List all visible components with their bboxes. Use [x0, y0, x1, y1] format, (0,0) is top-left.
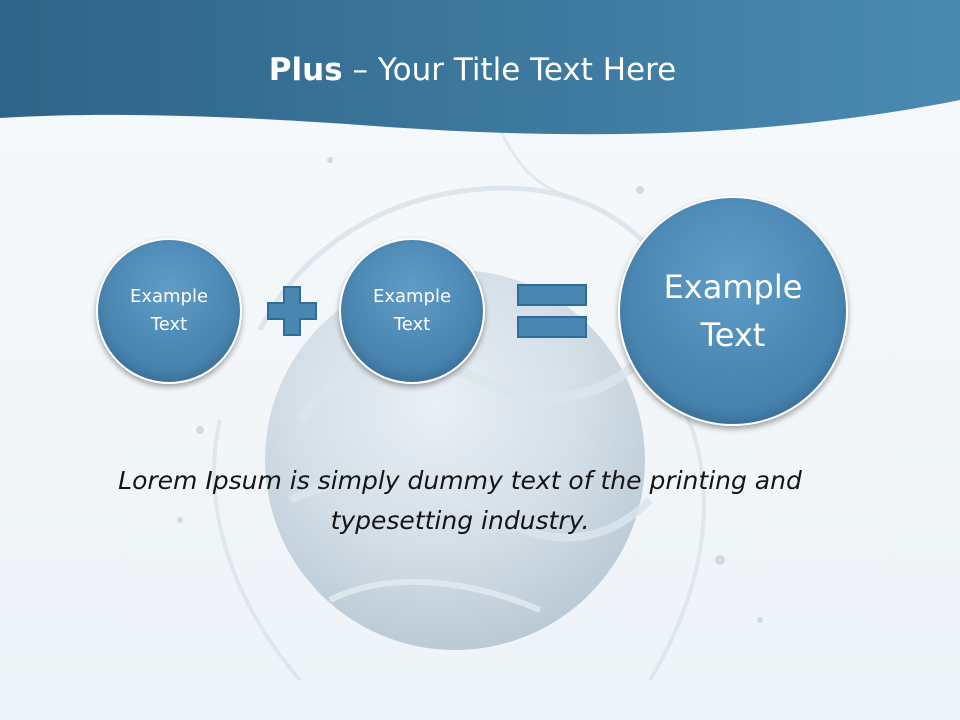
body-text: Lorem Ipsum is simply dummy text of the … — [118, 466, 802, 535]
header-band — [0, 0, 960, 135]
example-circle-2[interactable]: Example Text — [339, 238, 485, 384]
circle-1-line-1: Example — [129, 286, 209, 307]
circle-3-line-2: Text — [700, 316, 766, 354]
example-circle-result[interactable]: Example Text — [618, 196, 848, 426]
circle-2-line-2: Text — [393, 314, 431, 335]
title-rest: – Your Title Text Here — [342, 52, 677, 88]
equals-icon — [517, 284, 587, 338]
example-circle-1[interactable]: Example Text — [96, 238, 242, 384]
circle-1-line-2: Text — [150, 314, 188, 335]
plus-icon — [267, 286, 317, 336]
page-title: Plus – Your Title Text Here — [0, 52, 945, 88]
circle-2-line-1: Example — [372, 286, 452, 307]
circle-3-line-1: Example — [663, 268, 803, 306]
title-bold: Plus — [268, 52, 343, 88]
